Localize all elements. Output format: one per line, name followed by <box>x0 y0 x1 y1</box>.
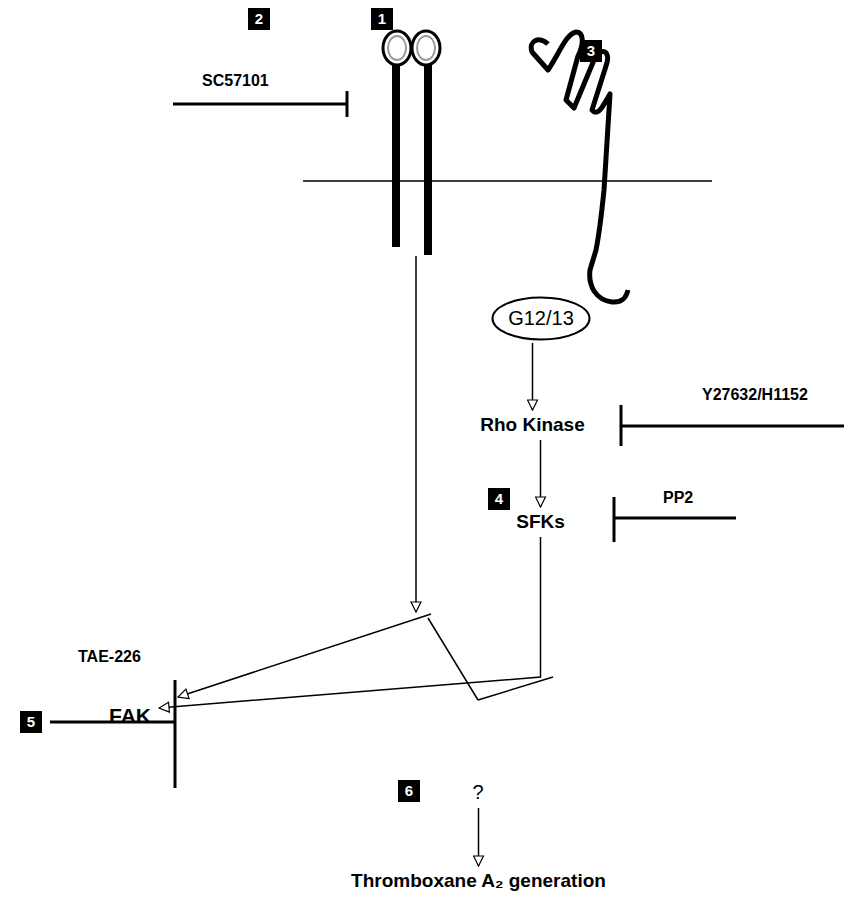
callout-number: 3 <box>580 40 602 62</box>
unknown-step: ? <box>468 779 488 806</box>
callout-number: 6 <box>398 780 420 802</box>
signal-arrow <box>478 808 480 866</box>
node-text: Thromboxane A₂ generation <box>347 870 610 892</box>
inhibitor-bar <box>621 405 844 446</box>
callout-number: 4 <box>488 488 510 510</box>
gpcr-receptor <box>531 32 628 302</box>
signal-arrow <box>540 440 542 507</box>
inhibitor-bar <box>50 680 175 788</box>
membrane-line <box>303 180 712 182</box>
output-label: Thromboxane A₂ generation <box>347 868 610 894</box>
kinase-label: SFKs <box>512 509 569 535</box>
node-text: FAK <box>105 704 155 728</box>
node-text: Rho Kinase <box>476 414 589 436</box>
node-text: G12/13 <box>491 307 591 330</box>
signal-arrow <box>532 343 534 410</box>
inhibitor-label: SC57101 <box>202 72 269 90</box>
callout-number: 2 <box>248 8 270 30</box>
callout-number: 5 <box>20 711 42 733</box>
callout-number: 1 <box>371 8 393 30</box>
g-protein-ellipse: G12/13 <box>491 296 591 341</box>
integrin-receptor <box>383 31 440 255</box>
inhibitor-bar <box>173 91 347 117</box>
node-text: ? <box>468 781 488 804</box>
inhibitor-label: TAE-226 <box>78 648 141 666</box>
kinase-label: Rho Kinase <box>476 412 589 438</box>
inhibitor-label: PP2 <box>663 489 693 507</box>
kinase-label: FAK <box>105 702 155 730</box>
node-text: SFKs <box>512 511 569 533</box>
signal-arrow <box>159 537 541 708</box>
inhibitor-label: Y27632/H1152 <box>702 386 808 404</box>
